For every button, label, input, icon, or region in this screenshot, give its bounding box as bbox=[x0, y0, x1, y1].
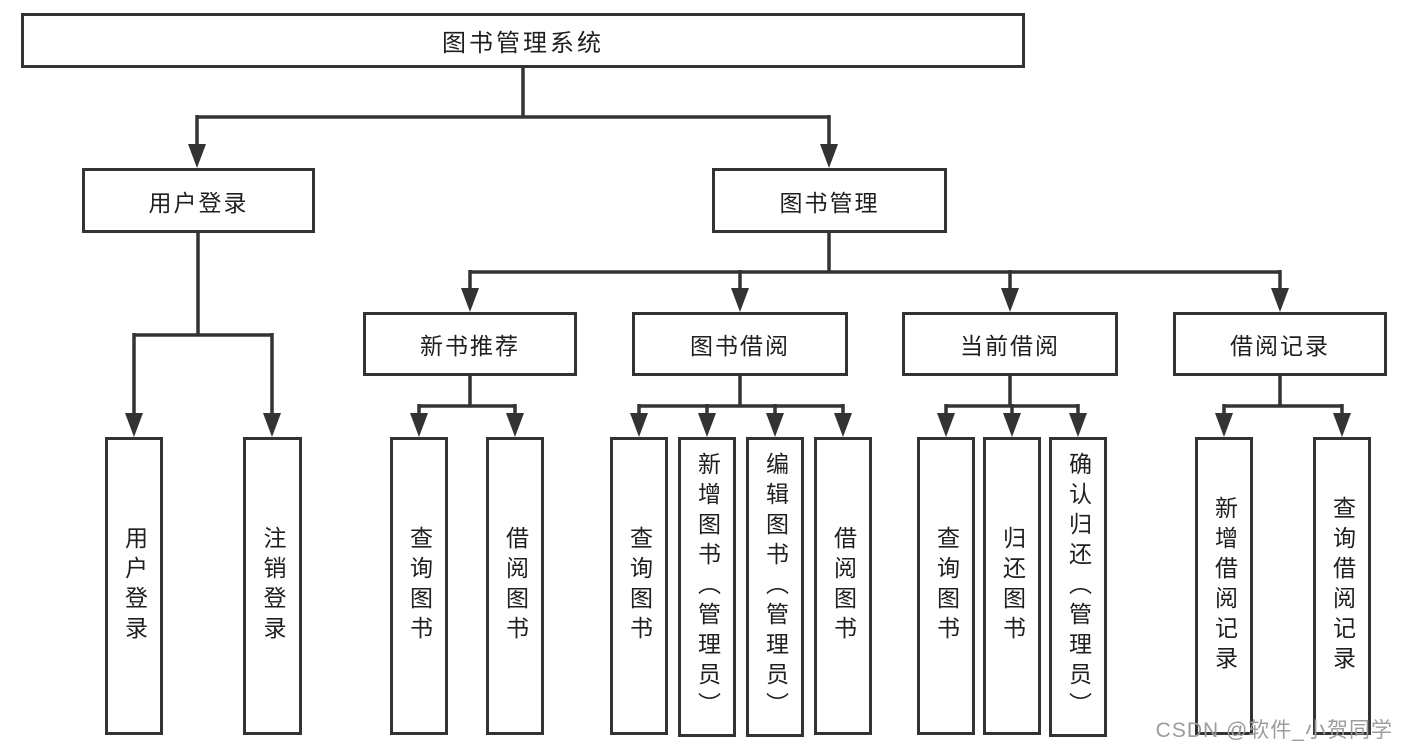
node-root-label: 图书管理系统 bbox=[442, 30, 604, 57]
node-book-management-label: 图书管理 bbox=[779, 189, 880, 216]
node-root-library-system: 图书管理系统 bbox=[21, 13, 1025, 68]
node-book-management: 图书管理 bbox=[712, 168, 947, 233]
leaf-edit-book-admin-label: 编辑图书（管理员） bbox=[762, 452, 789, 722]
leaf-borrow-books-recommend: 借阅图书 bbox=[486, 437, 544, 735]
leaf-add-book-admin: 新增图书（管理员） bbox=[678, 437, 736, 737]
leaf-query-books-borrow-label: 查询图书 bbox=[626, 526, 653, 646]
leaf-return-books-label: 归还图书 bbox=[999, 526, 1026, 646]
leaf-edit-book-admin: 编辑图书（管理员） bbox=[746, 437, 804, 737]
node-borrowing-records: 借阅记录 bbox=[1173, 312, 1387, 376]
leaf-return-books: 归还图书 bbox=[983, 437, 1041, 735]
leaf-borrow-books: 借阅图书 bbox=[814, 437, 872, 735]
leaf-add-book-admin-label: 新增图书（管理员） bbox=[694, 452, 721, 722]
csdn-watermark: CSDN @软件_小贺同学 bbox=[1155, 719, 1393, 742]
leaf-add-borrow-record: 新增借阅记录 bbox=[1195, 437, 1253, 735]
leaf-query-books-recommend-label: 查询图书 bbox=[406, 526, 433, 646]
leaf-query-books-current-label: 查询图书 bbox=[933, 526, 960, 646]
leaf-user-login: 用户登录 bbox=[105, 437, 163, 735]
node-new-book-recommend-label: 新书推荐 bbox=[420, 333, 520, 359]
node-book-borrowing: 图书借阅 bbox=[632, 312, 848, 376]
leaf-borrow-books-recommend-label: 借阅图书 bbox=[502, 526, 529, 646]
leaf-logout-label: 注销登录 bbox=[260, 526, 286, 646]
leaf-confirm-return-admin: 确认归还（管理员） bbox=[1049, 437, 1107, 737]
leaf-confirm-return-admin-label: 确认归还（管理员） bbox=[1065, 452, 1092, 722]
node-current-borrowing-label: 当前借阅 bbox=[960, 333, 1060, 359]
node-current-borrowing: 当前借阅 bbox=[902, 312, 1118, 376]
node-book-borrowing-label: 图书借阅 bbox=[690, 333, 790, 359]
node-user-login-label: 用户登录 bbox=[148, 189, 249, 216]
node-borrowing-records-label: 借阅记录 bbox=[1230, 333, 1330, 359]
leaf-query-books-current: 查询图书 bbox=[917, 437, 975, 735]
leaf-query-books-recommend: 查询图书 bbox=[390, 437, 448, 735]
leaf-logout: 注销登录 bbox=[243, 437, 302, 735]
node-user-login: 用户登录 bbox=[82, 168, 315, 233]
leaf-query-borrow-record-label: 查询借阅记录 bbox=[1329, 496, 1356, 676]
leaf-query-borrow-record: 查询借阅记录 bbox=[1313, 437, 1371, 735]
node-new-book-recommend: 新书推荐 bbox=[363, 312, 577, 376]
leaf-query-books-borrow: 查询图书 bbox=[610, 437, 668, 735]
leaf-add-borrow-record-label: 新增借阅记录 bbox=[1211, 496, 1238, 676]
leaf-user-login-label: 用户登录 bbox=[121, 526, 148, 646]
leaf-borrow-books-label: 借阅图书 bbox=[830, 526, 857, 646]
